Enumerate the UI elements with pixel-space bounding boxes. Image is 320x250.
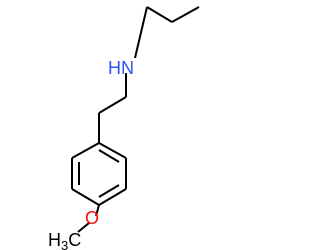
bond-o-ch3: [77, 222, 90, 233]
ring-double-bond-2: [98, 184, 120, 198]
methyl-h: H: [48, 230, 61, 250]
molecule-canvas: HN O H3C: [48, 6, 200, 250]
ring-bond-3: [98, 188, 127, 206]
methyl-c: C: [68, 230, 81, 250]
methyl-label: H3C: [48, 230, 81, 250]
bond-c1-n: [134, 6, 148, 59]
ring-double-bond-1: [98, 149, 120, 163]
amine-label: HN: [108, 58, 134, 78]
ring-bond-1: [98, 142, 127, 159]
oxygen-label: O: [85, 208, 99, 228]
bond-c3-c2: [171, 6, 200, 23]
structure-diagram: HN O H3C: [48, 6, 200, 250]
ring-bond-6: [71, 142, 100, 159]
ring-bond-4: [71, 188, 100, 206]
bond-c2-c1: [146, 6, 173, 23]
bond-ring-o: [95, 204, 100, 217]
methyl-subscript: 3: [61, 238, 68, 250]
bond-ca-cb: [98, 96, 127, 114]
